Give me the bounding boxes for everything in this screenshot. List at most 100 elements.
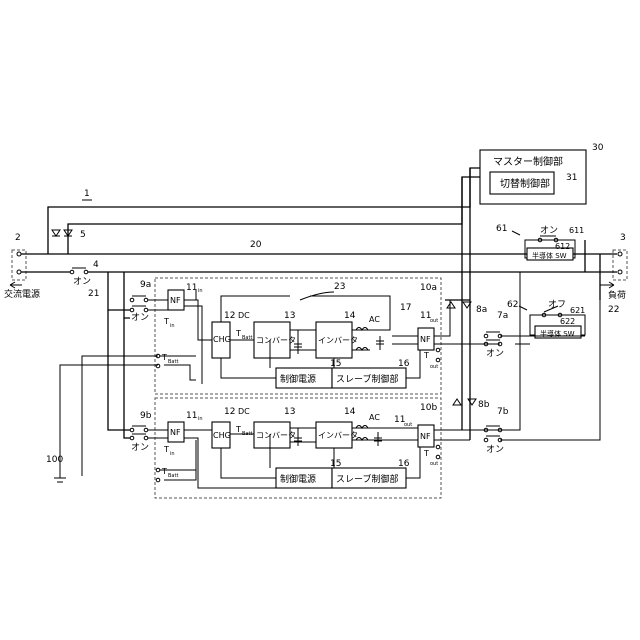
- dc-b: DC: [238, 407, 250, 416]
- t-in-b: T: [163, 445, 169, 454]
- label-ac-power: 交流電源: [4, 288, 40, 300]
- ac-a: AC: [369, 315, 380, 324]
- ref-20: 20: [250, 240, 262, 250]
- arrows: [10, 231, 614, 310]
- label-on-7a: オン: [486, 348, 504, 359]
- t-batt-a2: T: [235, 329, 241, 338]
- ref-62: 62: [507, 300, 518, 310]
- unit-10b-wiring: [108, 310, 520, 488]
- ref-7a: 7a: [497, 311, 508, 321]
- ref-8a: 8a: [476, 305, 487, 315]
- ref-diode5: 5: [80, 230, 86, 240]
- ref-system: 1: [84, 189, 90, 199]
- ref-7b: 7b: [497, 407, 509, 417]
- nf-in-a: NF: [170, 296, 181, 305]
- dc-a: DC: [238, 311, 250, 320]
- ref-14-a: 14: [344, 311, 356, 321]
- label-master-ctrl: マスター制御部: [493, 155, 563, 168]
- t-out-b-sub: out: [430, 461, 438, 467]
- t-batt-b2: T: [235, 425, 241, 434]
- ref-switch-ctrl: 31: [566, 173, 577, 183]
- nf-out-a: NF: [420, 335, 431, 344]
- label-semi-sw-2: 半導体 SW: [540, 329, 575, 338]
- ref-9a: 9a: [140, 280, 151, 290]
- ref-10b: 10b: [420, 403, 437, 413]
- label-on-61: オン: [540, 225, 558, 236]
- ref-100: 100: [46, 455, 63, 465]
- t-batt-a: T: [161, 353, 167, 362]
- ref-input-terminal: 2: [15, 233, 21, 243]
- label-semi-sw-1: 半導体 SW: [532, 251, 567, 260]
- chg-b: CHG: [213, 431, 231, 440]
- ref-13-a: 13: [284, 311, 295, 321]
- t-batt-a2-sub: Batt: [242, 335, 252, 341]
- t-batt-b: T: [161, 467, 167, 476]
- output-terminal-top: [618, 252, 622, 256]
- ref-master: 30: [592, 143, 604, 153]
- slave-ctrl-a: スレーブ制御部: [336, 373, 398, 385]
- output-terminal-bottom: [618, 270, 622, 274]
- ref-11-in-b: 11: [186, 411, 197, 421]
- input-terminal-top: [17, 252, 21, 256]
- ref-8b: 8b: [478, 400, 490, 410]
- label-off-62: オフ: [548, 299, 566, 310]
- converter-a: コンバータ: [256, 336, 296, 345]
- ref-10a: 10a: [420, 283, 437, 293]
- ref-14-b: 14: [344, 407, 356, 417]
- switch-4: [70, 268, 88, 274]
- label-switch-ctrl: 切替制御部: [500, 177, 550, 190]
- t-in-b-sub: in: [170, 451, 175, 457]
- ref-15-a: 15: [330, 359, 341, 369]
- inverter-a: インバータ: [318, 336, 358, 345]
- t-out-a: T: [423, 351, 429, 360]
- t-batt-b2-sub: Batt: [242, 431, 252, 437]
- ref-621: 621: [570, 306, 585, 315]
- t-in-a: T: [163, 317, 169, 326]
- ref-61: 61: [496, 224, 507, 234]
- sub-in-a: in: [198, 288, 203, 294]
- sub-in-b: in: [198, 416, 203, 422]
- switch-9b: [130, 426, 148, 440]
- ref-11-in-a: 11: [186, 283, 197, 293]
- diode-8b: [453, 399, 476, 405]
- ctrl-power-b: 制御電源: [280, 473, 316, 485]
- label-on-9b: オン: [131, 442, 149, 453]
- ref-15-b: 15: [330, 459, 341, 469]
- label-on-7b: オン: [486, 444, 504, 455]
- chg-a: CHG: [213, 335, 231, 344]
- diode-8a: [445, 300, 471, 308]
- converter-b: コンバータ: [256, 431, 296, 440]
- slave-ctrl-b: スレーブ制御部: [336, 473, 398, 485]
- inverter-b: インバータ: [318, 431, 358, 440]
- ref-13-b: 13: [284, 407, 295, 417]
- ref-16-b: 16: [398, 459, 410, 469]
- ref-12-b: 12: [224, 407, 235, 417]
- ac-b: AC: [369, 413, 380, 422]
- ref-22: 22: [608, 305, 619, 315]
- ref-17: 17: [400, 303, 411, 313]
- unit-10a-blocks: [168, 290, 434, 388]
- ref-23: 23: [334, 282, 345, 292]
- switch-9a: [130, 296, 148, 312]
- ref-9b: 9b: [140, 411, 152, 421]
- nf-in-b: NF: [170, 428, 181, 437]
- ctrl-power-a: 制御電源: [280, 373, 316, 385]
- ref-12-a: 12: [224, 311, 235, 321]
- label-load: 負荷: [608, 289, 626, 301]
- ref-612: 612: [555, 242, 570, 251]
- t-out-b: T: [423, 449, 429, 458]
- label-on-9a: オン: [131, 312, 149, 323]
- t-out-a-sub: out: [430, 364, 438, 370]
- ref-16-a: 16: [398, 359, 410, 369]
- ref-output-terminal: 3: [620, 233, 626, 243]
- t-batt-a-sub: Batt: [168, 359, 178, 365]
- ref-622: 622: [560, 317, 575, 326]
- ref-21: 21: [88, 289, 99, 299]
- ref-sw4: 4: [93, 260, 99, 270]
- nf-out-b: NF: [420, 432, 431, 441]
- sub-out-a: out: [430, 318, 438, 324]
- sub-out-b: out: [404, 422, 412, 428]
- label-on-sw4: オン: [73, 276, 91, 287]
- ref-611: 611: [569, 226, 584, 235]
